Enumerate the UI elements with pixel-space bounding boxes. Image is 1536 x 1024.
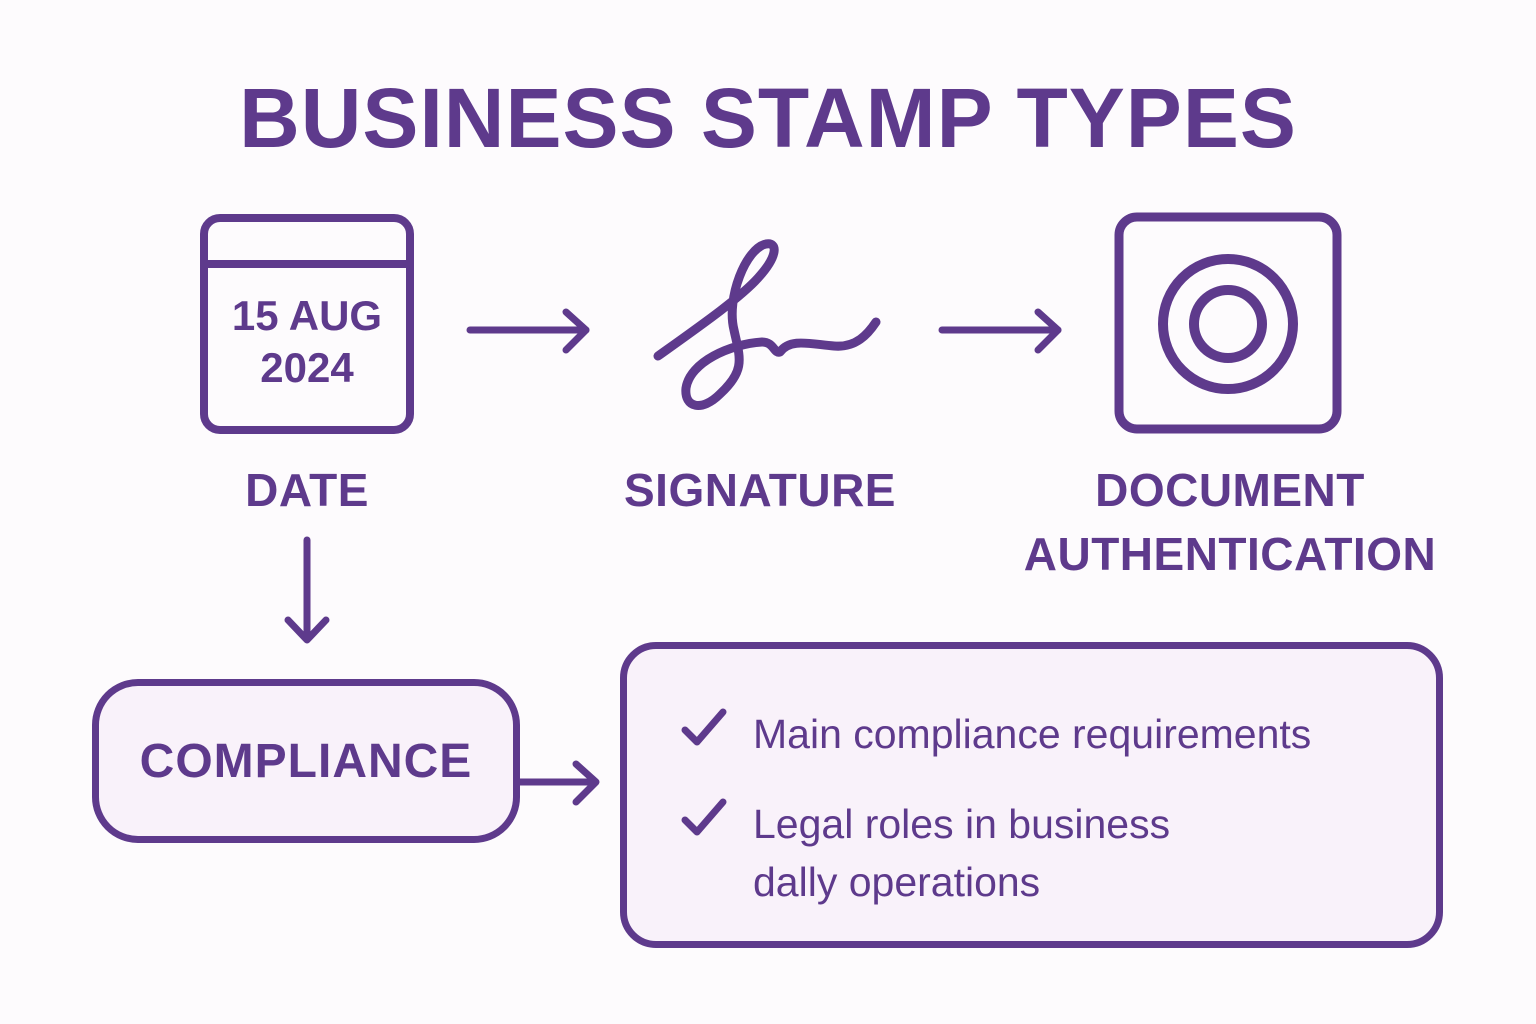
document-authentication-label-line1: DOCUMENT	[1095, 464, 1365, 516]
calendar-date-day-month: 15 AUG	[231, 292, 383, 339]
seal-icon	[1114, 212, 1342, 434]
arrow-right-icon	[514, 760, 600, 806]
checkmark-icon	[681, 795, 753, 853]
requirement-text: Main compliance requirements	[753, 711, 1312, 757]
checkmark-icon	[681, 705, 753, 763]
calendar-icon	[200, 214, 414, 434]
arrow-right-icon	[938, 308, 1062, 354]
compliance-box: COMPLIANCE	[92, 679, 520, 843]
document-authentication-label: DOCUMENT AUTHENTICATION	[1000, 458, 1460, 586]
arrow-down-icon	[284, 536, 330, 644]
date-label: DATE	[245, 464, 369, 516]
requirements-box: Main compliance requirements Legal roles…	[620, 642, 1443, 948]
arrow-right-icon	[466, 308, 590, 354]
requirement-text-line1: Legal roles in business	[753, 801, 1171, 847]
calendar-date-year: 2024	[260, 344, 354, 391]
signature-label: SIGNATURE	[624, 464, 896, 516]
compliance-label: COMPLIANCE	[139, 734, 473, 788]
requirement-text: Legal roles in business dally operations	[753, 795, 1413, 911]
signature-icon	[653, 239, 881, 410]
document-authentication-label-line2: AUTHENTICATION	[1023, 528, 1437, 580]
calendar-date: 15 AUG 2024	[204, 290, 410, 394]
requirement-item: Main compliance requirements	[681, 705, 1413, 763]
requirement-text-line2: dally operations	[753, 859, 1041, 905]
requirement-item: Legal roles in business dally operations	[681, 795, 1413, 911]
page-title: BUSINESS STAMP TYPES	[239, 71, 1297, 165]
